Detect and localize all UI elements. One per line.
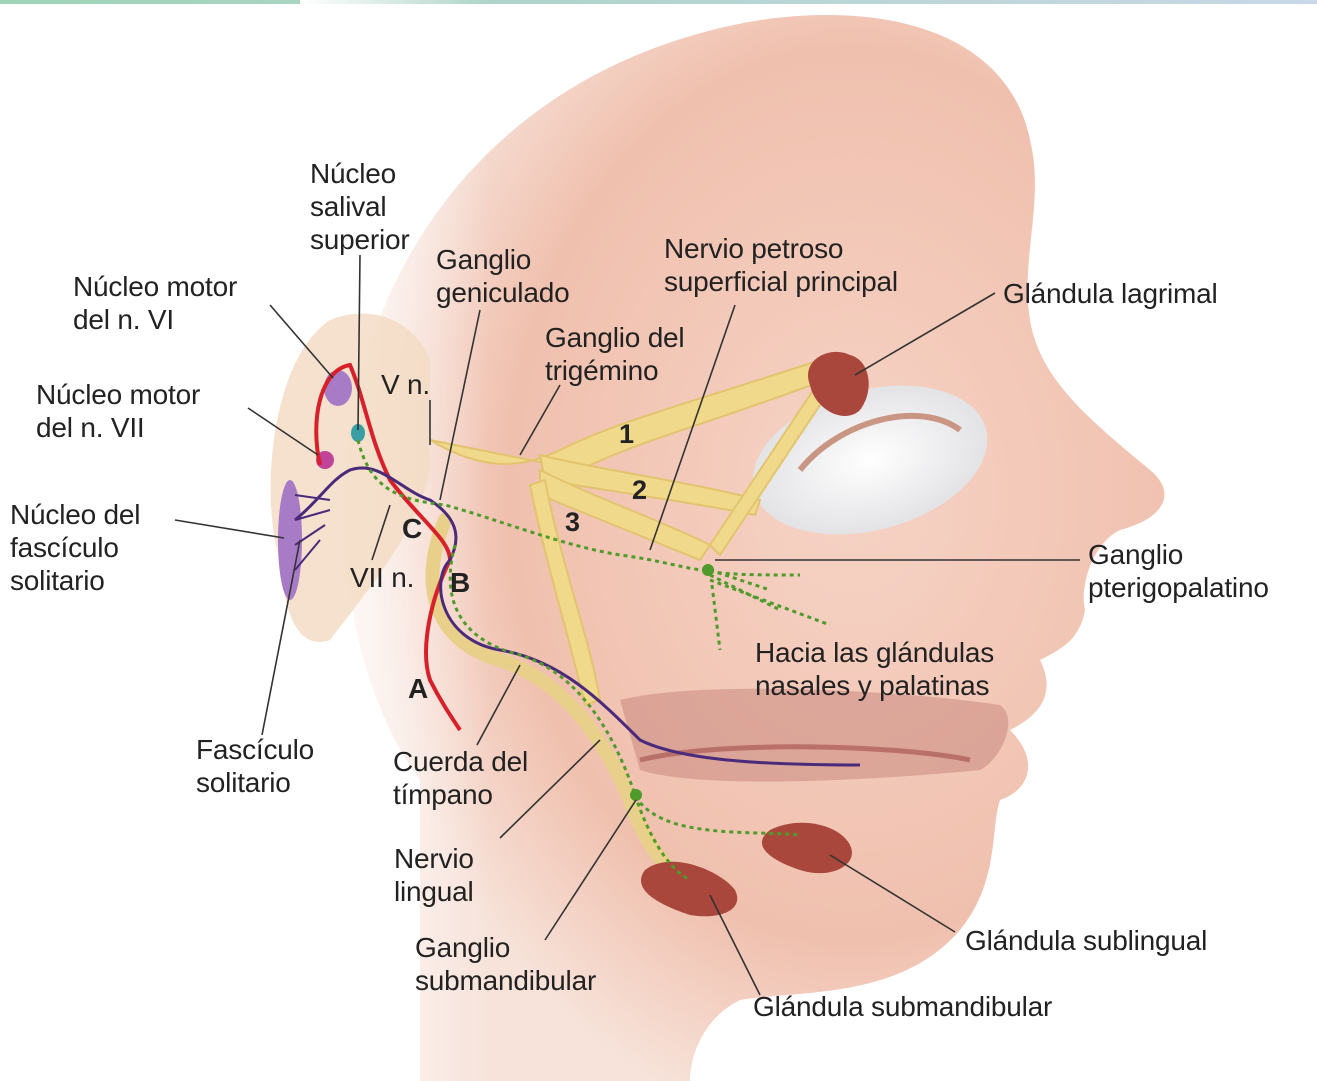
- label-cuerda-timpano: Cuerda del tímpano: [393, 745, 528, 811]
- label-nucleo-motor-vii: Núcleo motor del n. VII: [36, 378, 200, 444]
- label-nucleo-salival-superior: Núcleo salival superior: [310, 157, 410, 256]
- label-fasciculo-solitario: Fascículo solitario: [196, 733, 314, 799]
- label-ganglio-geniculado: Ganglio geniculado: [436, 243, 569, 309]
- label-letter-b: B: [450, 566, 470, 599]
- ganglion-pterygopalatine: [702, 564, 714, 576]
- nucleus-solitary-tract: [278, 480, 302, 600]
- label-branch-2: 2: [632, 474, 647, 507]
- label-nervio-petroso: Nervio petroso superficial principal: [664, 232, 898, 298]
- oral-cavity: [620, 689, 1008, 782]
- label-ganglio-pterigopalatino: Ganglio pterigopalatino: [1088, 538, 1269, 604]
- label-letter-a: A: [408, 672, 428, 705]
- label-glandula-lagrimal: Glándula lagrimal: [1003, 277, 1218, 310]
- label-nucleo-motor-vi: Núcleo motor del n. VI: [73, 270, 237, 336]
- label-glandula-submandibular: Glándula submandibular: [753, 990, 1052, 1023]
- label-vii-n: VII n.: [350, 561, 414, 594]
- label-ganglio-trigemino: Ganglio del trigémino: [545, 321, 684, 387]
- label-nervio-lingual: Nervio lingual: [394, 842, 474, 908]
- ganglion-submandibular: [630, 789, 642, 801]
- label-branch-3: 3: [565, 506, 580, 539]
- label-ganglio-submandibular: Ganglio submandibular: [415, 931, 596, 997]
- nucleus-motor-vi: [324, 370, 352, 406]
- label-v-n: V n.: [381, 368, 430, 401]
- label-letter-c: C: [402, 512, 422, 545]
- label-glandula-sublingual: Glándula sublingual: [965, 924, 1207, 957]
- label-branch-1: 1: [619, 418, 634, 451]
- label-nucleo-fasciculo-solitario: Núcleo del fascículo solitario: [10, 498, 140, 597]
- label-hacia-glandulas: Hacia las glándulas nasales y palatinas: [755, 636, 994, 702]
